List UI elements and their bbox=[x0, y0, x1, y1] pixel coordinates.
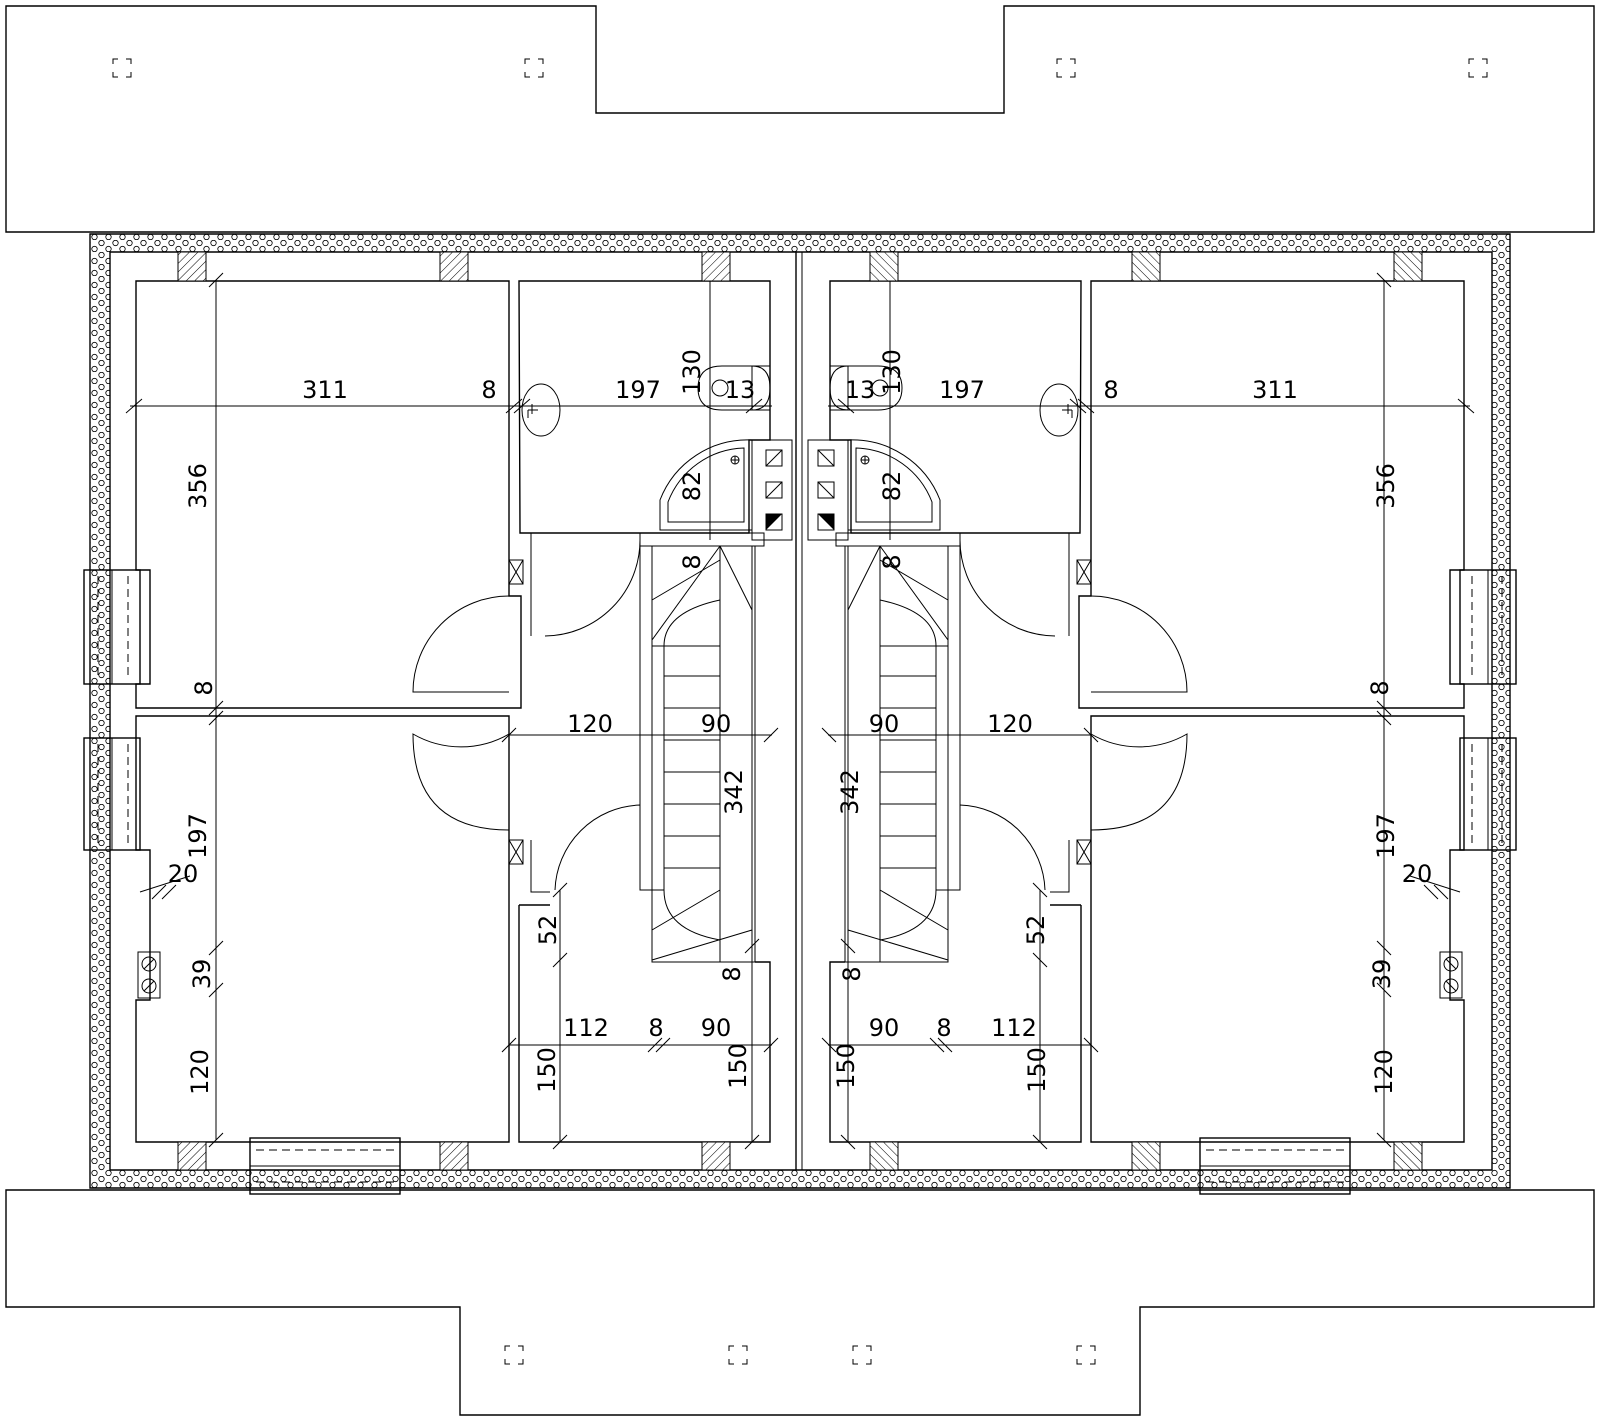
hall-walls bbox=[844, 533, 1070, 963]
roof-marker bbox=[1076, 1345, 1096, 1365]
dim-8: 8 bbox=[1366, 680, 1394, 695]
left-unit: 311 8 197 130 13 82 356 8 8 120 90 342 1… bbox=[83, 251, 793, 1195]
window-upper bbox=[1459, 569, 1517, 685]
hall-walls bbox=[530, 533, 756, 963]
chimney-flues bbox=[807, 439, 849, 541]
dimension-lines bbox=[821, 272, 1475, 1150]
dim-197: 197 bbox=[1372, 813, 1400, 859]
dim-82: 82 bbox=[878, 471, 906, 502]
duct-boxes bbox=[508, 559, 524, 865]
toilet bbox=[829, 365, 903, 411]
dim-90: 90 bbox=[701, 1014, 732, 1042]
room-bathroom bbox=[518, 280, 771, 534]
electrical-socket bbox=[137, 951, 161, 999]
dim-120: 120 bbox=[987, 710, 1033, 738]
roof-outline-bottom bbox=[5, 1189, 1595, 1416]
dim-90: 90 bbox=[701, 710, 732, 738]
dim-120: 120 bbox=[567, 710, 613, 738]
dim-90: 90 bbox=[869, 710, 900, 738]
dim-197: 197 bbox=[184, 813, 212, 859]
dim-130: 130 bbox=[878, 349, 906, 395]
dim-8: 8 bbox=[936, 1014, 951, 1042]
dim-8: 8 bbox=[678, 554, 706, 569]
duct-boxes bbox=[1076, 559, 1092, 865]
dim-150: 150 bbox=[533, 1047, 561, 1093]
room-storage bbox=[829, 904, 1082, 1143]
ventilation-blocks bbox=[177, 251, 731, 1171]
dim-13: 13 bbox=[845, 376, 876, 404]
staircase bbox=[640, 532, 765, 962]
electrical-socket bbox=[1439, 951, 1463, 999]
dim-13: 13 bbox=[725, 376, 756, 404]
roof-marker bbox=[1056, 58, 1076, 78]
window-bottom bbox=[1199, 1137, 1351, 1195]
dim-112: 112 bbox=[991, 1014, 1037, 1042]
toilet bbox=[697, 365, 771, 411]
dim-8: 8 bbox=[190, 680, 218, 695]
room-bedroom-upper bbox=[1078, 280, 1465, 709]
chimney-flues bbox=[751, 439, 793, 541]
dim-39: 39 bbox=[188, 959, 216, 990]
dim-8: 8 bbox=[1103, 376, 1118, 404]
roof-marker bbox=[1468, 58, 1488, 78]
ventilation-blocks bbox=[869, 251, 1423, 1171]
dim-39: 39 bbox=[1368, 959, 1396, 990]
dim-120: 120 bbox=[1370, 1049, 1398, 1095]
roof-marker bbox=[728, 1345, 748, 1365]
dim-150: 150 bbox=[832, 1043, 860, 1089]
door-swings bbox=[412, 539, 641, 891]
dim-356: 356 bbox=[184, 463, 212, 509]
window-bottom bbox=[249, 1137, 401, 1195]
dim-311: 311 bbox=[302, 376, 348, 404]
dim-8: 8 bbox=[648, 1014, 663, 1042]
room-bedroom-lower bbox=[1090, 715, 1465, 1143]
roof-outline-top bbox=[5, 5, 1595, 233]
shower-tray bbox=[847, 439, 941, 531]
dim-311: 311 bbox=[1252, 376, 1298, 404]
dim-8: 8 bbox=[718, 966, 746, 981]
dim-82: 82 bbox=[678, 471, 706, 502]
dim-90: 90 bbox=[869, 1014, 900, 1042]
dim-197: 197 bbox=[615, 376, 661, 404]
dim-120: 120 bbox=[186, 1049, 214, 1095]
roof-markers bbox=[112, 58, 1488, 1365]
dim-52: 52 bbox=[1022, 915, 1050, 946]
dim-342: 342 bbox=[720, 769, 748, 815]
dim-356: 356 bbox=[1372, 463, 1400, 509]
roof-marker bbox=[524, 58, 544, 78]
shower-tray bbox=[659, 439, 753, 531]
dim-52: 52 bbox=[534, 915, 562, 946]
window-lower bbox=[83, 737, 141, 851]
door-swings bbox=[959, 539, 1188, 891]
room-bedroom-upper bbox=[135, 280, 522, 709]
dim-8: 8 bbox=[481, 376, 496, 404]
room-storage bbox=[518, 904, 771, 1143]
dim-8: 8 bbox=[838, 966, 866, 981]
dim-342: 342 bbox=[836, 769, 864, 815]
dim-150: 150 bbox=[724, 1043, 752, 1089]
staircase bbox=[835, 532, 960, 962]
roof-marker bbox=[504, 1345, 524, 1365]
sink bbox=[521, 383, 561, 437]
dim-150: 150 bbox=[1023, 1047, 1051, 1093]
roof-marker bbox=[112, 58, 132, 78]
dim-20: 20 bbox=[168, 860, 199, 888]
dim-130: 130 bbox=[678, 349, 706, 395]
dimension-lines bbox=[125, 272, 779, 1150]
window-lower bbox=[1459, 737, 1517, 851]
dim-112: 112 bbox=[563, 1014, 609, 1042]
dim-20: 20 bbox=[1402, 860, 1433, 888]
window-upper bbox=[83, 569, 141, 685]
room-bathroom bbox=[829, 280, 1082, 534]
dim-8: 8 bbox=[878, 554, 906, 569]
dim-197: 197 bbox=[939, 376, 985, 404]
sink bbox=[1039, 383, 1079, 437]
roof-marker bbox=[852, 1345, 872, 1365]
exterior-wall bbox=[89, 233, 1511, 1189]
